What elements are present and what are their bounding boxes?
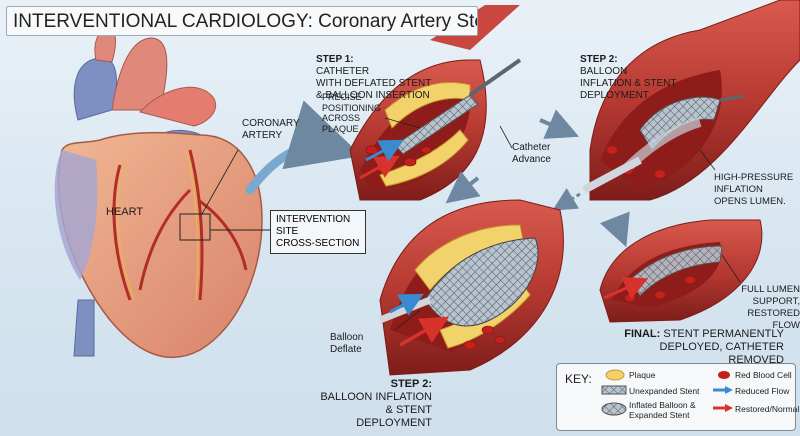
balloon-deflate-label: Balloon Deflate — [330, 332, 364, 355]
step2-bottom-heading: STEP 2: — [390, 378, 432, 390]
reduced-flow-arrow-icon — [713, 386, 733, 394]
final-heading: FINAL: — [624, 328, 661, 340]
heart-label: HEART — [106, 206, 144, 218]
high-pressure-label: HIGH-PRESSURE INFLATION OPENS LUMEN. — [714, 172, 794, 207]
inflated-balloon-icon — [601, 402, 627, 416]
precise-positioning-label: PRECISE POSITIONING ACROSS PLAQUE — [322, 92, 382, 134]
page-title: INTERVENTIONAL CARDIOLOGY: Coronary Arte… — [6, 6, 478, 36]
intervention-site-marker — [179, 213, 211, 241]
restored-flow-arrow-icon — [713, 404, 733, 412]
coronary-artery-label: CORONARY ARTERY — [242, 118, 300, 141]
step1-heading: STEP 1: — [316, 54, 354, 65]
heart-illustration — [54, 29, 270, 359]
unexpanded-stent-icon — [601, 385, 627, 395]
legend-inflated: Inflated Balloon & Expanded Stent — [629, 400, 696, 420]
legend-unexpanded: Unexpanded Stent — [629, 386, 700, 396]
step1-caption: STEP 1: CATHETER WITH DEFLATED STENT & B… — [316, 42, 431, 102]
legend-restored: Restored/Normal — [735, 404, 800, 414]
final-caption: FINAL: STENT PERMANENTLY DEPLOYED, CATHE… — [604, 328, 784, 367]
plaque-icon — [605, 369, 625, 381]
step2-top-heading: STEP 2: — [580, 54, 618, 65]
legend-title: KEY: — [565, 372, 592, 386]
final-text: STENT PERMANENTLY DEPLOYED, CATHETER REM… — [659, 328, 785, 366]
intervention-site-label: INTERVENTION SITE CROSS-SECTION — [270, 210, 366, 254]
step2-top-caption: STEP 2: BALLOON INFLATION & STENT DEPLOY… — [580, 42, 677, 102]
legend-plaque: Plaque — [629, 370, 656, 380]
step2-bottom-text: BALLOON INFLATION & STENT DEPLOYMENT — [320, 391, 432, 429]
flow-to-step1-arrow — [245, 100, 362, 195]
step1-artery — [349, 5, 522, 201]
legend-reduced: Reduced Flow — [735, 386, 790, 396]
catheter-advance-label: Catheter Advance — [512, 142, 551, 165]
full-lumen-label: FULL LUMEN SUPPORT, RESTORED FLOW — [741, 284, 800, 331]
step2-large-artery — [378, 199, 564, 376]
step2-top-text: BALLOON INFLATION & STENT DEPLOYMENT — [580, 66, 677, 101]
legend-rbc: Red Blood Cell — [735, 370, 792, 380]
legend: KEY: Plaque Unexpanded Stent Inflated Ba… — [556, 363, 800, 431]
step2-bottom-caption: STEP 2: BALLOON INFLATION & STENT DEPLOY… — [312, 378, 432, 430]
step1-text: CATHETER WITH DEFLATED STENT & BALLOON I… — [316, 66, 432, 101]
red-blood-cell-icon — [718, 371, 730, 379]
final-artery — [599, 219, 763, 323]
